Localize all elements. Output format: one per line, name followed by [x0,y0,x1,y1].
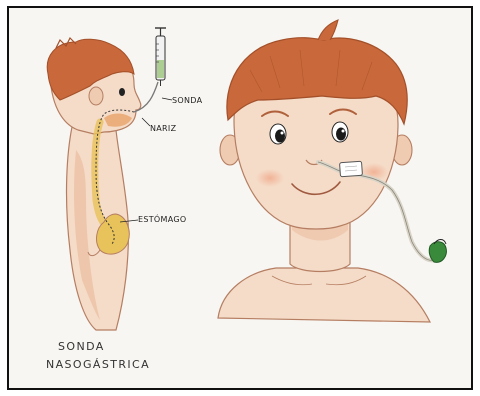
side-profile-figure [47,28,172,330]
caption-line2: NASOGÁSTRICA [46,358,150,371]
front-child-figure [218,20,446,322]
caption-line1: SONDA [58,340,105,353]
label-estomago: ESTÓMAGO [138,213,186,224]
label-sonda: SONDA [172,96,203,105]
label-nariz: NARIZ [150,124,177,133]
